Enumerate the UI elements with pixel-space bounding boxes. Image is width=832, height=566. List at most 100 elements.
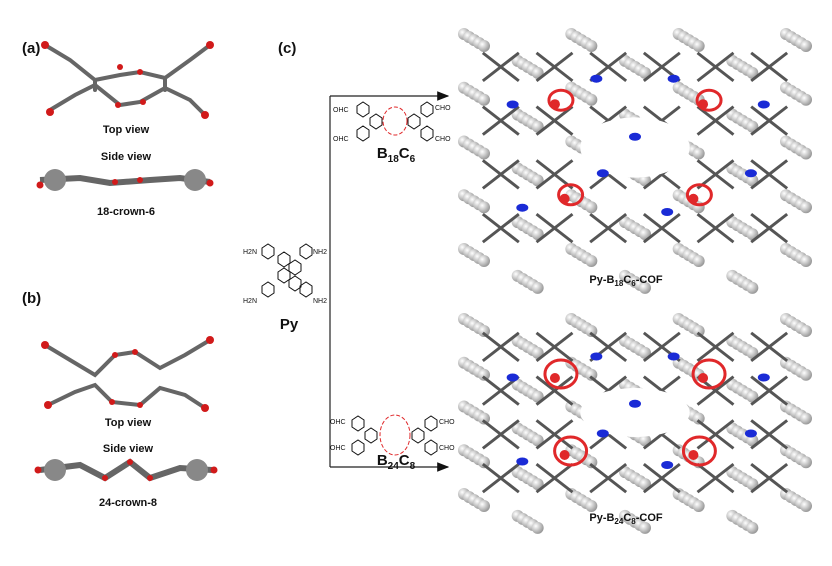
framework-linker <box>750 462 789 494</box>
framework-linker <box>750 159 789 190</box>
imine-nitrogen <box>629 132 641 141</box>
framework-atom <box>585 40 598 52</box>
crown-oxygen <box>688 450 699 460</box>
framework-atom <box>800 93 812 106</box>
py-structure <box>261 243 313 298</box>
framework-atom <box>800 147 812 160</box>
crown-ether-unit <box>681 435 717 467</box>
b18c6-group: OHC <box>333 136 349 143</box>
framework-linker <box>535 462 574 494</box>
b18c6-label: B18C6 <box>376 145 416 165</box>
b24c8-structure <box>351 414 438 456</box>
framework-linker <box>696 105 735 136</box>
framework-atom <box>800 325 812 337</box>
panel-label-a: (a) <box>22 40 41 57</box>
crown-ether-unit <box>695 88 723 112</box>
framework-linker <box>535 159 574 190</box>
framework-atom <box>585 255 598 267</box>
imine-nitrogen <box>667 74 680 83</box>
oxygen-atoms <box>41 336 214 412</box>
framework-linker <box>535 375 574 406</box>
b18c6-group: CHO <box>435 105 451 112</box>
b24c8-group: OHC <box>330 445 346 452</box>
side-view-caption: Side view <box>100 151 152 163</box>
framework-linker <box>481 159 520 190</box>
framework-atom <box>478 412 490 425</box>
crown-ether-unit <box>685 183 713 207</box>
framework-atom <box>692 325 705 337</box>
b18c6-group: CHO <box>435 136 451 143</box>
panel-label-c: (c) <box>278 40 297 57</box>
py-group: NH2 <box>313 298 327 305</box>
framework-atom <box>531 521 544 534</box>
b24c8-group: CHO <box>439 445 455 452</box>
framework-linker <box>642 51 681 83</box>
framework-linker <box>696 375 735 406</box>
top-view-caption: Top view <box>104 417 152 429</box>
framework-linker <box>535 419 574 450</box>
framework-linker <box>589 212 628 244</box>
imine-nitrogen <box>757 100 770 109</box>
oxygen-atoms <box>41 41 214 119</box>
framework-atom <box>478 201 490 214</box>
framework-atom <box>746 521 759 534</box>
framework-atom <box>585 456 598 469</box>
imine-nitrogen <box>661 208 674 216</box>
framework-linker <box>750 51 789 83</box>
framework-atom <box>531 281 544 294</box>
framework-linker <box>642 331 681 363</box>
framework-atom <box>800 412 812 425</box>
framework-linker <box>750 331 789 363</box>
framework-linker <box>696 212 735 244</box>
imine-nitrogen <box>516 203 529 212</box>
framework-linker <box>696 159 735 190</box>
framework-linker <box>535 105 574 136</box>
imine-nitrogen <box>506 373 519 382</box>
framework-linker <box>481 419 520 450</box>
framework-atom <box>639 521 651 534</box>
imine-nitrogen <box>661 461 674 469</box>
framework-atom <box>746 281 759 294</box>
imine-nitrogen <box>596 429 609 438</box>
framework-atom <box>585 325 598 337</box>
py-group: H2N <box>243 298 257 305</box>
framework-atom <box>585 500 598 512</box>
imine-nitrogen <box>590 352 603 361</box>
framework-atom <box>585 201 598 214</box>
framework-atom <box>478 93 490 106</box>
imine-nitrogen <box>590 74 603 83</box>
imine-nitrogen <box>667 352 680 361</box>
b24c8-group: CHO <box>439 419 455 426</box>
crown-ether-unit <box>547 88 575 112</box>
pore <box>580 117 690 178</box>
py-label: Py <box>279 316 299 333</box>
framework-linker <box>696 462 735 494</box>
side-view-caption: Side view <box>102 443 154 455</box>
b18c6-group: OHC <box>333 107 349 114</box>
crown6-side-view-model <box>36 169 214 191</box>
framework-atom <box>478 40 490 52</box>
framework-atom <box>639 281 651 294</box>
b18c6-structure <box>356 101 434 142</box>
crown-ether-unit <box>553 435 589 467</box>
imine-nitrogen <box>516 457 529 466</box>
framework-atom <box>800 201 812 214</box>
framework-linker <box>535 331 574 363</box>
framework-atom <box>800 255 812 267</box>
py-group: NH2 <box>313 249 327 256</box>
crown8-top-view-model <box>43 338 212 410</box>
framework-atom <box>585 93 598 106</box>
framework-linker <box>696 419 735 450</box>
crown-name-caption: 24-crown-8 <box>98 497 158 509</box>
reaction-arrows <box>329 91 450 472</box>
framework-atom <box>478 255 490 267</box>
crown-ether-unit <box>557 183 585 207</box>
framework-linker <box>750 212 789 244</box>
framework-atom <box>800 500 812 512</box>
framework-linker <box>642 212 681 244</box>
framework-linker <box>696 51 735 83</box>
panel-label-b: (b) <box>22 290 42 307</box>
imine-nitrogen <box>506 100 519 109</box>
framework-linker <box>481 105 520 136</box>
